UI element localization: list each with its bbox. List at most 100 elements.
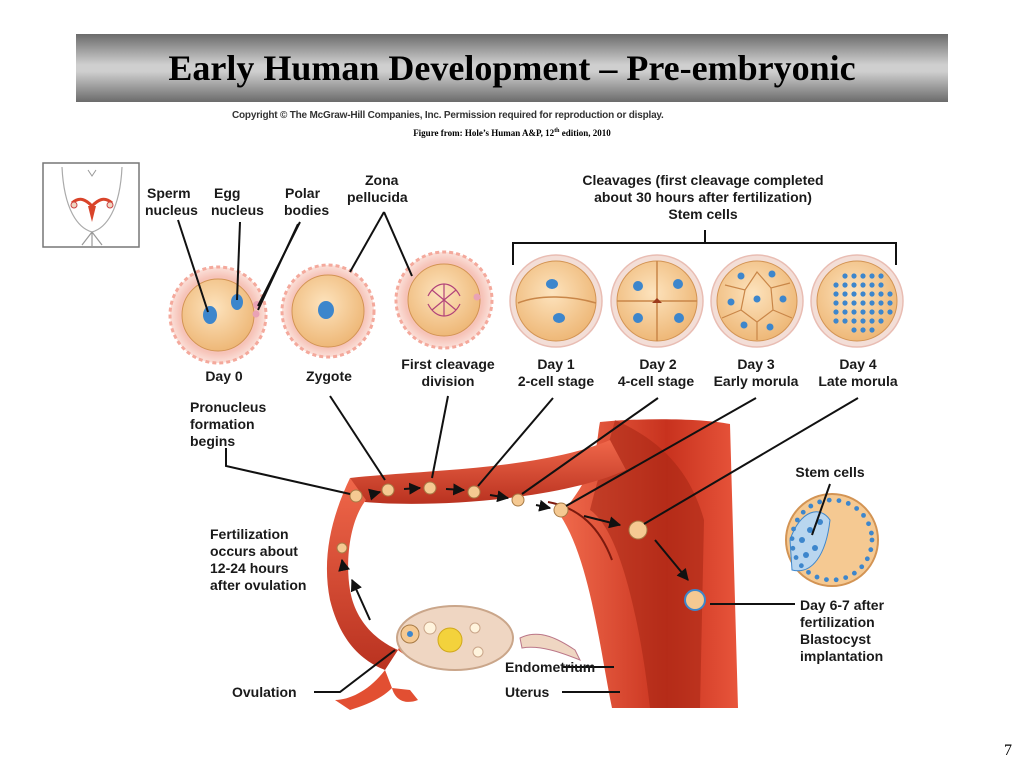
morula-cell-nucleus — [833, 318, 839, 324]
morula-cell-nucleus — [860, 273, 866, 279]
morula-cell-nucleus — [842, 300, 848, 306]
label-fertilization: Fertilization occurs about 12-24 hours a… — [210, 526, 306, 593]
morula-cell-nucleus — [878, 300, 884, 306]
morula-cell-nucleus — [842, 309, 848, 315]
stem-cell-nucleus — [812, 545, 818, 551]
morula-cell-nucleus — [860, 327, 866, 333]
morula-cell-nucleus — [851, 291, 857, 297]
copyright-notice: Copyright © The McGraw-Hill Companies, I… — [232, 110, 664, 121]
trophoblast-cell-nucleus — [793, 555, 799, 560]
morula-cell-nucleus — [869, 282, 875, 288]
morula-cell-nucleus — [860, 318, 866, 324]
label-day1-line2: 2-cell stage — [518, 373, 594, 389]
first-cleavage-cell — [394, 250, 494, 350]
label-day3-line2: Early morula — [714, 373, 799, 389]
slide-title: Early Human Development – Pre-embryonic — [168, 48, 856, 88]
trophoblast-cell-nucleus — [814, 574, 820, 580]
slide-number: 7 — [1004, 742, 1012, 759]
trophoblast-cell-nucleus — [869, 537, 875, 543]
trophoblast-cell-nucleus — [833, 577, 839, 583]
morula-cell-nucleus — [833, 309, 839, 315]
body-inset-icon — [42, 162, 140, 248]
label-fertilization-line4: after ovulation — [210, 577, 306, 593]
morula-cell-nucleus — [869, 309, 875, 315]
stem-cell-nucleus — [807, 527, 813, 533]
trophoblast-cell-nucleus — [851, 570, 857, 576]
label-fertilization-line1: Fertilization — [210, 526, 289, 542]
leader-lines — [177, 211, 859, 693]
label-pronucleus-line1: Pronucleus — [190, 399, 266, 415]
morula-cell-nucleus — [833, 300, 839, 306]
label-day3-line1: Day 3 — [737, 356, 775, 372]
stem-cell-nucleus — [803, 552, 809, 558]
trophoblast-cell-nucleus — [861, 512, 866, 518]
label-egg-nucleus-line1: Egg — [214, 185, 240, 201]
morula-cell-nucleus — [878, 318, 884, 324]
trophoblast-cell-nucleus — [843, 575, 849, 580]
label-pronucleus-line2: formation — [190, 416, 255, 432]
day3-cell — [710, 254, 804, 348]
trophoblast-cell-nucleus — [824, 577, 829, 583]
morula-cell-nucleus — [869, 300, 875, 306]
morula-cell-nucleus — [842, 318, 848, 324]
label-blastocyst-line1: Day 6-7 after — [800, 597, 885, 613]
label-zygote: Zygote — [306, 368, 352, 384]
label-cleavages-line1: Cleavages (first cleavage completed — [582, 172, 823, 188]
label-blastocyst-line4: implantation — [800, 648, 883, 664]
label-first-cleavage-line2: division — [422, 373, 475, 389]
trophoblast-cell-nucleus — [826, 497, 832, 503]
trophoblast-cell-nucleus — [789, 536, 795, 542]
ovary — [396, 605, 514, 671]
morula-cell-nucleus — [842, 273, 848, 279]
label-endometrium: Endometrium — [505, 659, 595, 675]
figure-credit-suffix: edition, 2010 — [559, 128, 611, 138]
figure-credit: Figure from: Hole’s Human A&P, 12th edit… — [0, 128, 1024, 138]
morula-cell-nucleus — [860, 282, 866, 288]
morula-cell-nucleus — [878, 273, 884, 279]
label-blastocyst-line3: Blastocyst — [800, 631, 871, 647]
trophoblast-cell-nucleus — [845, 501, 851, 506]
morula-cell-nucleus — [887, 309, 893, 315]
trophoblast-cell-nucleus — [868, 547, 874, 553]
morula-cell-nucleus — [851, 318, 857, 324]
figure-credit-sup: th — [554, 128, 560, 134]
trophoblast-cell-nucleus — [808, 503, 814, 509]
trophoblast-cell-nucleus — [800, 509, 806, 515]
morula-cell-nucleus — [851, 327, 857, 333]
morula-cell-nucleus — [878, 309, 884, 315]
morula-cell-nucleus — [869, 318, 875, 324]
label-cleavages-line2: about 30 hours after fertilization) — [594, 189, 812, 205]
trophoblast-cell-nucleus — [866, 521, 871, 527]
morula-cell-nucleus — [842, 291, 848, 297]
trophoblast-cell-nucleus — [854, 506, 860, 511]
trophoblast-cell-nucleus — [864, 556, 870, 562]
label-polar-bodies-line1: Polar — [285, 185, 321, 201]
day2-cell — [610, 254, 704, 348]
label-day1: Day 12-cell stage — [518, 356, 594, 389]
morula-cell-nucleus — [833, 291, 839, 297]
stem-cell-nucleus — [799, 537, 805, 543]
trophoblast-cell-nucleus — [836, 498, 842, 504]
pathway-embryos — [336, 481, 706, 611]
morula-cell-nucleus — [833, 282, 839, 288]
label-sperm-nucleus-line2: nucleus — [145, 202, 198, 218]
label-day4-line2: Late morula — [818, 373, 898, 389]
morula-cell-nucleus — [878, 282, 884, 288]
morula-cell-nucleus — [851, 273, 857, 279]
label-pronucleus-line3: begins — [190, 433, 235, 449]
morula-cell-nucleus — [860, 309, 866, 315]
day4-cell — [810, 254, 904, 348]
trophoblast-cell-nucleus — [790, 545, 796, 551]
label-fertilization-line3: 12-24 hours — [210, 560, 289, 576]
label-polar-bodies-line2: bodies — [284, 202, 329, 218]
morula-cell-nucleus — [887, 300, 893, 306]
label-cleavages-line3: Stem cells — [668, 206, 737, 222]
morula-cell-nucleus — [851, 309, 857, 315]
trophoblast-cell-nucleus — [794, 517, 800, 523]
trophoblast-cell-nucleus — [806, 569, 811, 575]
